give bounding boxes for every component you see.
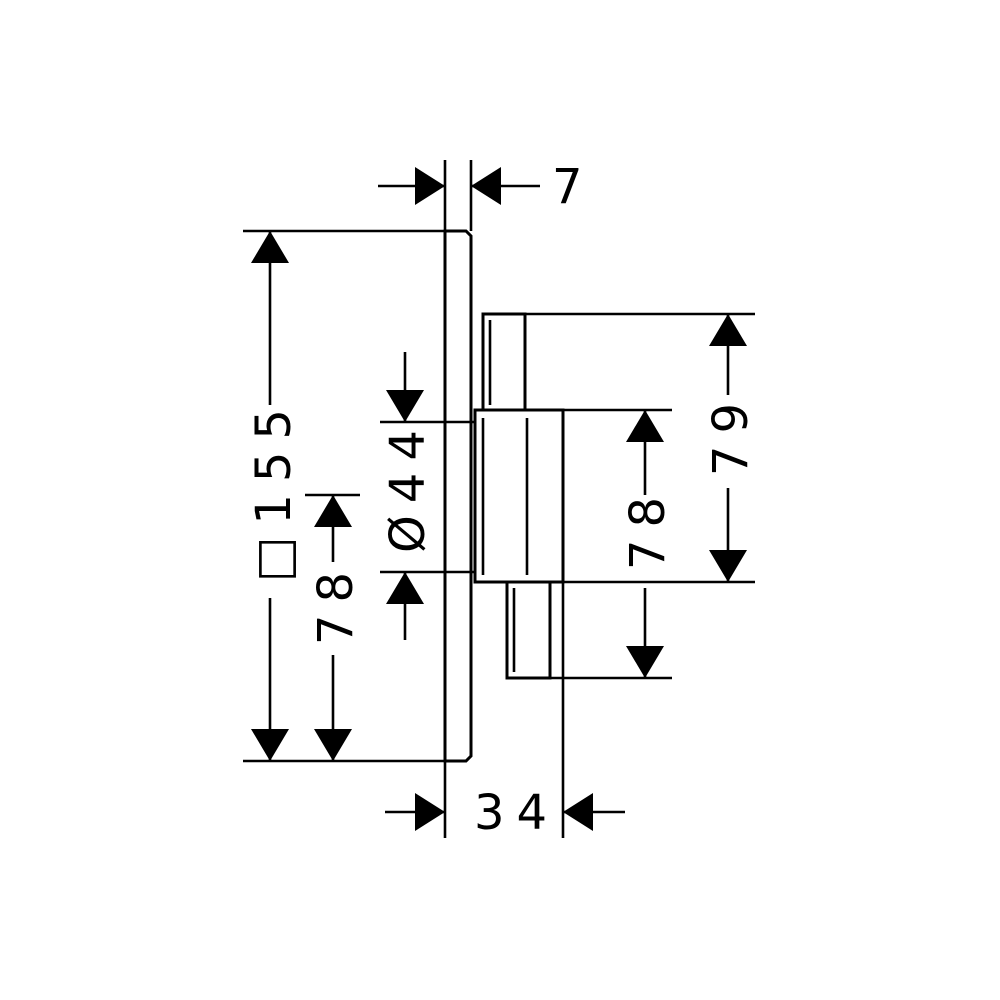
arrow-up-icon [626, 410, 664, 442]
dim-label-total-depth: 34 [474, 785, 559, 841]
dim-label-plate-size: □155 [246, 397, 302, 582]
dim-label-right-inner-height: 78 [620, 485, 676, 570]
dimension-right-inner-height: 78 [550, 408, 676, 680]
arrow-right-icon [415, 167, 445, 205]
dim-label-right-outer-height: 79 [703, 391, 759, 476]
arrow-down-icon [314, 729, 352, 761]
arrow-up-icon [314, 495, 352, 527]
dim-label-diameter: Ø44 [380, 418, 436, 553]
cover-plate [443, 229, 473, 763]
dimension-plate-size: □155 [243, 229, 445, 763]
dimension-right-outer-height: 79 [525, 312, 759, 584]
arrow-left-icon [563, 793, 593, 831]
arrow-up-icon [251, 231, 289, 263]
part-outline [443, 229, 565, 763]
dim-label-plate-thickness: 7 [552, 159, 595, 215]
dimension-left-half-height: 78 [305, 493, 364, 761]
arrow-down-icon [386, 390, 424, 422]
dimension-total-depth: 34 [385, 582, 625, 841]
arrow-down-icon [251, 729, 289, 761]
dim-label-left-half-height: 78 [308, 560, 364, 645]
dimension-plate-thickness: 7 [378, 159, 595, 231]
arrow-right-icon [415, 793, 445, 831]
arrow-up-icon [386, 572, 424, 604]
main-body [473, 408, 565, 584]
arrow-left-icon [471, 167, 501, 205]
arrow-down-icon [709, 550, 747, 582]
arrow-up-icon [709, 314, 747, 346]
arrow-down-icon [626, 646, 664, 678]
dimension-diameter: Ø44 [380, 352, 475, 640]
